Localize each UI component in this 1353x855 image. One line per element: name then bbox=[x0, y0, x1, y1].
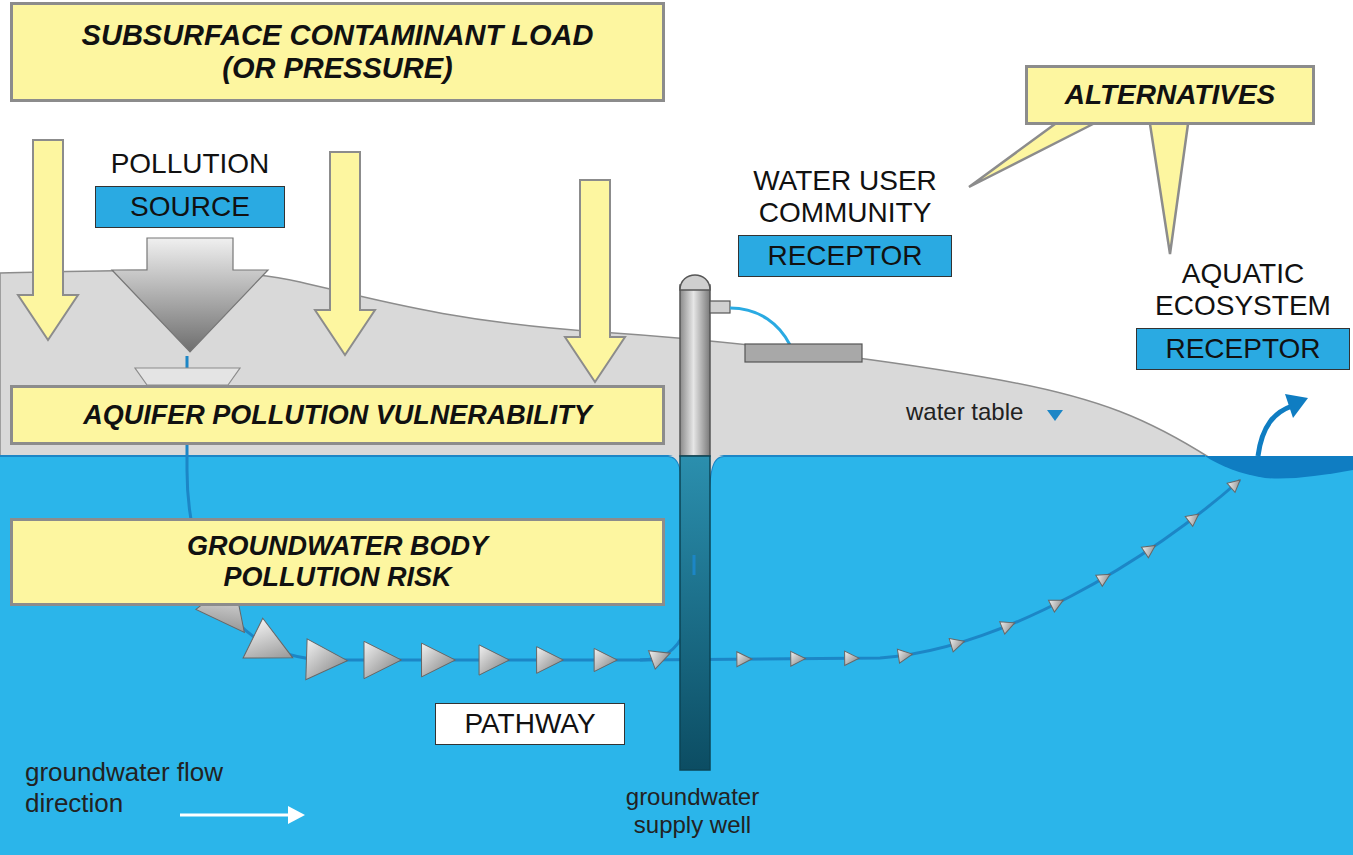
water-table-line bbox=[0, 456, 1205, 500]
label-box: GROUNDWATER BODY POLLUTION RISK bbox=[10, 518, 665, 606]
pathway-marker bbox=[1000, 617, 1018, 635]
heading-text: WATER USER COMMUNITY bbox=[725, 165, 965, 229]
label-box: PATHWAY bbox=[435, 703, 625, 745]
well-flow-arrow bbox=[693, 555, 696, 575]
white-box: PATHWAY bbox=[435, 703, 625, 745]
box-text: RECEPTOR bbox=[767, 240, 922, 272]
box-text: RECEPTOR bbox=[1165, 333, 1320, 365]
yellow-box: GROUNDWATER BODY POLLUTION RISK bbox=[10, 518, 665, 606]
pathway-marker bbox=[1227, 475, 1244, 492]
box-text: GROUNDWATER BODY POLLUTION RISK bbox=[128, 531, 548, 593]
pathway-marker bbox=[949, 635, 966, 652]
box-text: AQUIFER POLLUTION VULNERABILITY bbox=[83, 400, 592, 431]
blue-box: RECEPTOR bbox=[738, 235, 952, 277]
load-arrow bbox=[18, 140, 78, 340]
pathway-marker bbox=[364, 641, 401, 678]
supply-hose bbox=[730, 308, 790, 345]
well-screen bbox=[680, 456, 710, 770]
pathway-marker bbox=[243, 618, 303, 678]
label-box: SUBSURFACE CONTAMINANT LOAD (OR PRESSURE… bbox=[10, 2, 665, 102]
heading-text: AQUATIC ECOSYSTEM bbox=[1133, 258, 1353, 322]
water-table-symbol bbox=[1047, 410, 1063, 421]
well-casing bbox=[680, 285, 710, 456]
pathway-marker bbox=[1185, 509, 1202, 526]
label-box: ALTERNATIVES bbox=[1025, 65, 1315, 125]
annotation-label: water table bbox=[906, 398, 1023, 426]
surface-water bbox=[1205, 456, 1353, 479]
flow-direction-arrowhead bbox=[288, 806, 305, 824]
receptor-group: WATER USER COMMUNITY RECEPTOR bbox=[725, 165, 965, 277]
groundwater-body bbox=[0, 456, 1353, 855]
pathway-marker bbox=[737, 652, 752, 667]
box-text: SOURCE bbox=[130, 191, 250, 223]
pathway-line bbox=[640, 480, 1240, 660]
pathway-marker bbox=[1096, 569, 1114, 587]
well-spout bbox=[710, 301, 730, 313]
callout-tail bbox=[969, 124, 1093, 187]
flow-direction-arrow bbox=[180, 814, 292, 817]
heading-text: POLLUTION bbox=[95, 148, 285, 180]
yellow-box: SUBSURFACE CONTAMINANT LOAD (OR PRESSURE… bbox=[10, 2, 665, 102]
receptor-group: AQUATIC ECOSYSTEM RECEPTOR bbox=[1133, 258, 1353, 370]
pathway-marker bbox=[791, 651, 806, 666]
blue-box: SOURCE bbox=[95, 186, 285, 228]
pathway-marker bbox=[845, 651, 860, 666]
pathway-marker bbox=[306, 639, 348, 681]
load-arrow bbox=[565, 180, 625, 382]
pathway-marker bbox=[422, 643, 456, 677]
annotation-label: groundwater flow direction bbox=[25, 757, 295, 819]
receptor-group: POLLUTION SOURCE bbox=[95, 148, 285, 228]
label-box: AQUIFER POLLUTION VULNERABILITY bbox=[10, 385, 665, 445]
pathway-marker bbox=[649, 644, 674, 669]
source-funnel bbox=[112, 238, 268, 352]
recharge-trap bbox=[135, 368, 240, 385]
annotation-label: groundwater supply well bbox=[590, 783, 795, 839]
box-text: PATHWAY bbox=[464, 708, 595, 740]
pathway-markers bbox=[737, 475, 1244, 666]
blue-box: RECEPTOR bbox=[1136, 328, 1350, 370]
pathway-marker bbox=[1141, 540, 1158, 557]
yellow-box: ALTERNATIVES bbox=[1025, 65, 1315, 125]
box-text: SUBSURFACE CONTAMINANT LOAD (OR PRESSURE… bbox=[78, 19, 598, 85]
discharge-arrow bbox=[1258, 406, 1292, 456]
yellow-box: AQUIFER POLLUTION VULNERABILITY bbox=[10, 385, 665, 445]
discharge-arrowhead bbox=[1285, 394, 1308, 418]
callout-tail bbox=[1150, 124, 1188, 254]
land-surface bbox=[0, 270, 1353, 855]
pathway-marker bbox=[537, 647, 564, 674]
load-arrow bbox=[315, 152, 375, 355]
water-trough bbox=[745, 344, 862, 362]
pathway-marker bbox=[1049, 594, 1067, 612]
pathway-marker bbox=[897, 647, 913, 663]
box-text: ALTERNATIVES bbox=[1065, 79, 1276, 111]
pathway-marker bbox=[479, 645, 509, 675]
pathway-marker bbox=[594, 648, 617, 671]
well-cap bbox=[680, 275, 710, 290]
